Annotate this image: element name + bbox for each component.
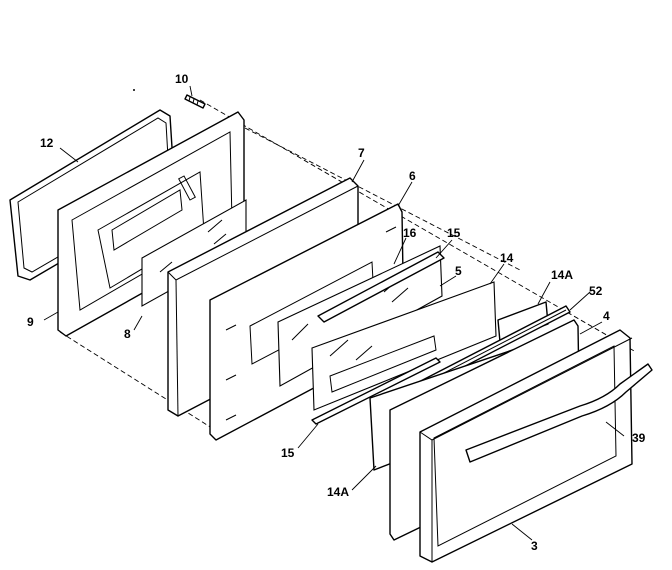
- callout-4: 4: [603, 309, 610, 323]
- part-15-upper-bracket: [317, 251, 445, 323]
- callout-14a-top: 14A: [551, 268, 573, 282]
- callout-10: 10: [175, 72, 189, 86]
- callout-15-bottom: 15: [281, 446, 295, 460]
- callout-8: 8: [124, 327, 131, 341]
- part-10-screw: [184, 94, 206, 109]
- callout-leader-lines: [43, 85, 625, 541]
- callout-3: 3: [531, 539, 538, 553]
- callout-16: 16: [403, 226, 417, 240]
- callout-14a-bottom: 14A: [327, 485, 349, 499]
- callout-14: 14: [500, 251, 514, 265]
- callout-15-top: 15: [447, 226, 461, 240]
- callout-5: 5: [455, 264, 462, 278]
- callout-7: 7: [358, 146, 365, 160]
- callout-6: 6: [409, 169, 416, 183]
- callout-labels: 10 12 9 8 7 6 16 15 5 14 14A 52 4 39 3 1…: [27, 72, 646, 553]
- callout-9: 9: [27, 315, 34, 329]
- part-39-door-handle: [465, 363, 653, 463]
- stray-dot: [133, 89, 135, 91]
- callout-52: 52: [589, 284, 603, 298]
- part-15-lower-bracket: [311, 357, 441, 425]
- callout-39: 39: [632, 431, 646, 445]
- callout-12: 12: [40, 136, 54, 150]
- part-3-outer-door-frame: [419, 329, 633, 563]
- part-14-outer-glass: [311, 281, 497, 411]
